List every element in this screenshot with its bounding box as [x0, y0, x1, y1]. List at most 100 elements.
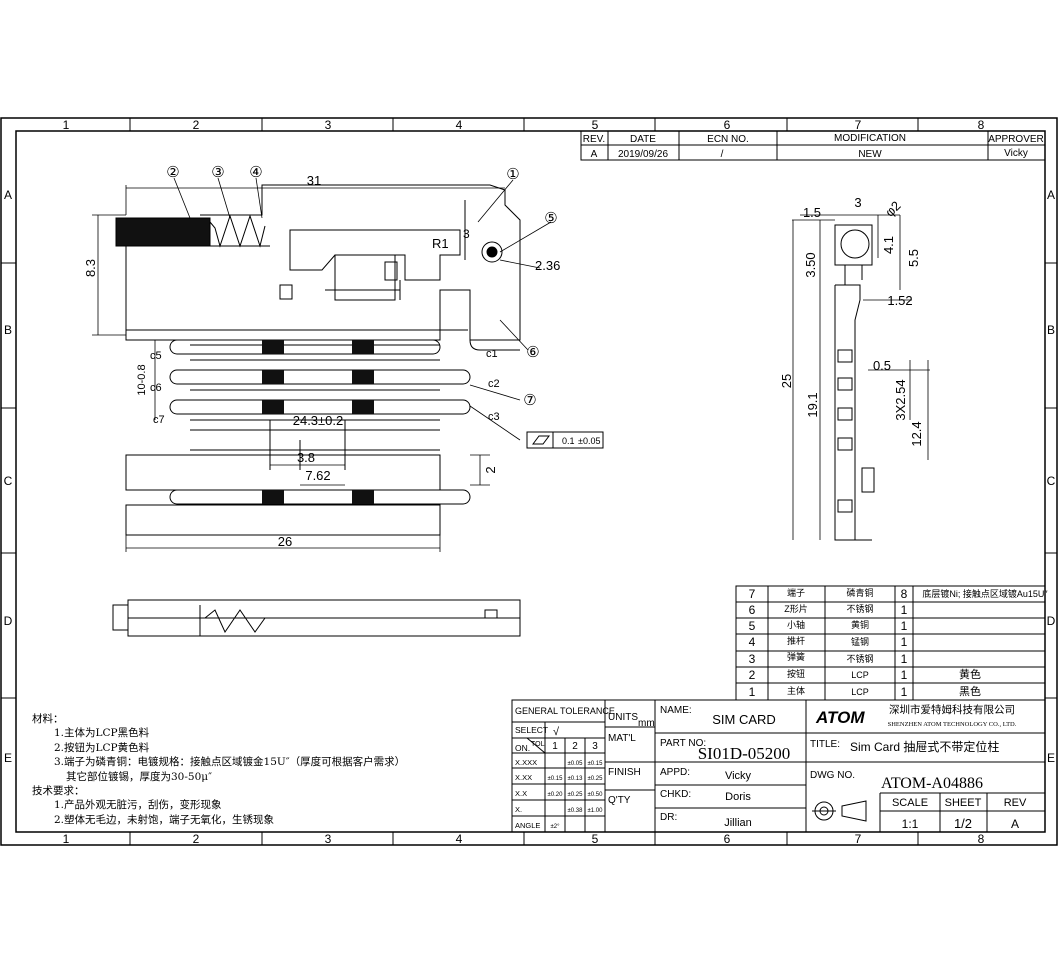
title-block: GENERAL TOLERANCE SELECT √ TOL ON. 1 2 3…: [511, 699, 1046, 833]
bom-material: LCP: [851, 687, 869, 697]
bom-name: 推杆: [787, 635, 805, 646]
bom-material: 磷青铜: [846, 587, 873, 598]
bom-name: Z形片: [784, 603, 808, 614]
tol-tol: TOL: [531, 741, 545, 748]
rev-header: ECN NO.: [707, 134, 749, 145]
tol-cell: ±0.13: [568, 776, 584, 782]
dwg-label: DWG NO.: [810, 770, 855, 781]
dim-25: 25: [779, 374, 794, 388]
notes-material-item: 3.端子为磷青铜：电镀规格：接触点区域镀金15U″（厚度可根据客户需求）: [54, 756, 406, 769]
side-view: [792, 214, 930, 541]
dim-c1: c1: [486, 348, 498, 360]
tol-row-key: X.XXX: [515, 758, 537, 767]
dim-10-0-8: 10-0.8: [136, 364, 148, 395]
technical-notes: 材料： 1.主体为LCP黑色料 2.按钮为LCP黄色料 3.端子为磷青铜：电镀规…: [32, 712, 405, 827]
atom-logo: ATOM: [815, 708, 865, 727]
rev-cell: 2019/09/26: [618, 149, 668, 160]
dim-1-52: 1.52: [887, 293, 912, 308]
bom-qty: 1: [901, 619, 908, 633]
finish-label: FINISH: [608, 767, 641, 778]
notes-tech-heading: 技术要求：: [32, 785, 85, 798]
bom-name: 弹簧: [787, 651, 805, 662]
top-view: [92, 177, 604, 552]
bom-note: 黄色: [959, 667, 981, 681]
col-label: 4: [456, 832, 463, 846]
balloon-5: ⑤: [544, 210, 557, 227]
dim-12-4: 12.4: [909, 421, 924, 446]
part-number: SI01D-05200: [698, 744, 791, 763]
tol-row-key: X.: [515, 805, 522, 814]
row-label: C: [1047, 474, 1056, 488]
units-label: UNITS: [608, 712, 638, 723]
grid-labels: 1 2 3 4 5 6 7 8 1 2 3 4 5 6 7 8 A B C D …: [4, 118, 1056, 846]
qty-label: Q'TY: [608, 795, 631, 806]
dim-c6: c6: [150, 382, 162, 394]
col-label: 5: [592, 832, 599, 846]
dim-2: 2: [483, 466, 498, 473]
balloons: ① ② ③ ④ ⑤ ⑥ ⑦: [166, 164, 557, 409]
flatness-value: 0.1: [562, 436, 575, 446]
balloon-1: ①: [506, 166, 519, 183]
rev-header: DATE: [630, 134, 656, 145]
bom-material: 不锈钢: [846, 653, 873, 664]
bom-material: 不锈钢: [846, 603, 873, 614]
front-view: [112, 599, 521, 637]
bom-no: 2: [749, 668, 756, 682]
bom-no: 7: [749, 587, 756, 601]
scale-value: 1:1: [902, 817, 919, 831]
rev-cell: A: [591, 149, 598, 160]
row-label: B: [1047, 323, 1055, 337]
bom-qty: 8: [901, 587, 908, 601]
matl-label: MAT'L: [608, 733, 636, 744]
col-label: 8: [978, 118, 985, 132]
col-label: 6: [724, 118, 731, 132]
dim-3-side: 3: [854, 195, 861, 210]
tol-on: ON.: [515, 743, 530, 753]
chkd-label: CHKD:: [660, 789, 691, 800]
col-label: 6: [724, 832, 731, 846]
notes-tech-item: 1.产品外观无脏污，刮伤，变形现象: [54, 799, 222, 812]
bom-material: 锰钢: [851, 636, 869, 647]
bom-name: 主体: [787, 685, 805, 696]
rev-cell: /: [721, 149, 724, 160]
tol-cell: ±0.50: [588, 792, 604, 798]
bom-no: 4: [749, 635, 756, 649]
col-label: 2: [193, 832, 200, 846]
notes-tech-item: 2.塑体无毛边，未射饱，端子无氧化，生锈现象: [54, 813, 275, 826]
dim-c2: c2: [488, 378, 500, 390]
bom-table: 7 端子 磷青铜 8 底层镀Ni; 接触点区域镀Au15U″ 6 Z形片 不锈钢…: [735, 585, 1048, 701]
rev-cell: Vicky: [1004, 148, 1028, 159]
tol-select: SELECT: [515, 725, 548, 735]
bom-no: 6: [749, 603, 756, 617]
dim-phi2: φ2: [882, 198, 904, 220]
bom-no: 5: [749, 619, 756, 633]
dim-3x2-54: 3X2.54: [893, 379, 908, 420]
balloon-7: ⑦: [523, 392, 536, 409]
units-value: mm: [638, 718, 655, 729]
tol-cell: ±0.38: [568, 808, 584, 814]
balloon-3: ③: [211, 164, 224, 181]
bom-name: 按钮: [787, 668, 805, 679]
dim-1-5: 1.5: [803, 205, 821, 220]
rev-header: APPROVER: [988, 134, 1044, 145]
row-label: C: [4, 474, 13, 488]
dim-r1: R1: [432, 236, 449, 251]
tol-cell: ±1.00: [588, 808, 604, 814]
col-label: 7: [855, 832, 862, 846]
rev-header: MODIFICATION: [834, 133, 906, 144]
dim-7-62: 7.62: [305, 468, 330, 483]
bom-no: 3: [749, 652, 756, 666]
drawing-number: ATOM-A04886: [881, 775, 983, 792]
bom-qty: 1: [901, 652, 908, 666]
dr-label: DR:: [660, 812, 677, 823]
tol-col: 3: [592, 741, 598, 752]
dim-3: 3: [463, 227, 470, 241]
bom-qty: 1: [901, 685, 908, 699]
row-label: E: [1047, 751, 1055, 765]
title-label: TITLE:: [810, 739, 840, 750]
notes-material-item: 2.按钮为LCP黄色料: [54, 741, 150, 754]
row-label: A: [1047, 188, 1055, 202]
appd-label: APPD:: [660, 767, 690, 778]
scale-label: SCALE: [892, 797, 928, 809]
name-label: NAME:: [660, 705, 692, 716]
